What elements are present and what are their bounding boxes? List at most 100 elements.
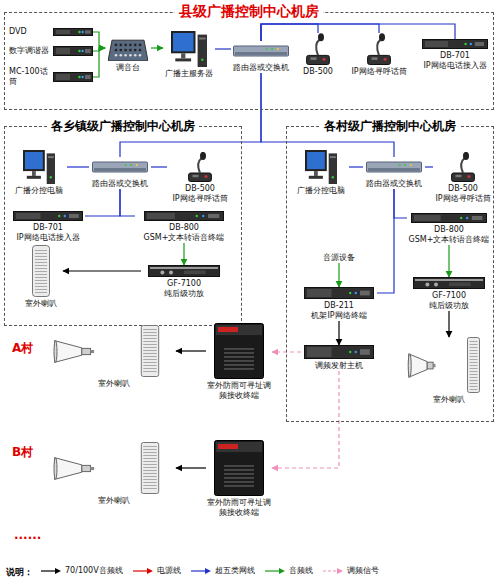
device-label: DB-211 — [301, 301, 377, 311]
device-label: DB-800 — [407, 225, 491, 235]
computer-drawing — [25, 152, 43, 169]
router-drawing — [271, 48, 273, 50]
legend-arrowhead — [337, 568, 343, 574]
legend: 70/100V音频线电源线超五类网线音频线调频信号 — [40, 566, 388, 576]
mixer-drawing — [124, 44, 127, 47]
legend-line — [190, 567, 212, 575]
receiver-drawing — [214, 323, 264, 379]
column-drawing — [35, 289, 47, 290]
village-room: 各村级广播控制中心机房广播分控电脑路由器或交换机DB-500IP网络寻呼话筒DB… — [286, 126, 494, 422]
legend-text: 70/100V音频线 — [65, 566, 123, 576]
hornspk-drawing — [55, 341, 82, 363]
connector — [183, 243, 184, 265]
hornspk-drawing — [470, 344, 478, 345]
connector — [120, 73, 261, 157]
hornspk-drawing — [470, 380, 478, 381]
connector — [120, 189, 135, 216]
microphone-unit: MC-100话筒 — [9, 67, 93, 87]
device-label: DB-500 — [167, 184, 233, 194]
column-drawing — [35, 262, 47, 263]
column-drawing — [32, 245, 50, 297]
amp-drawing — [148, 265, 220, 277]
rack-drawing — [423, 40, 488, 49]
router-drawing — [277, 48, 279, 50]
hornspk-drawing — [470, 365, 478, 366]
ip-terminal: DB-211机架IP网络终端 — [301, 287, 377, 321]
computer-drawing — [23, 150, 45, 171]
router-drawing — [266, 48, 268, 50]
county-room: 县级广播控制中心机房DVD数字调谐器MC-100话筒调音台广播主服务器路由器或交… — [4, 12, 494, 110]
column-drawing — [35, 274, 47, 275]
computer-drawing — [32, 171, 36, 176]
device-label: DB-701 — [419, 51, 491, 61]
connector — [67, 166, 89, 167]
rack-drawing — [58, 215, 60, 217]
computer-drawing — [171, 31, 207, 67]
receiver-drawing — [224, 364, 254, 366]
device-label: 调音台 — [105, 63, 151, 73]
rack-drawing — [14, 212, 83, 221]
legend-line-stroke — [133, 570, 148, 571]
dvd-player-icon — [53, 28, 93, 36]
deskmic-drawing — [468, 175, 471, 178]
connector — [338, 321, 339, 345]
legend-line-stroke — [265, 570, 280, 571]
connector — [338, 263, 339, 287]
connector — [63, 270, 141, 271]
hornspk-drawing — [470, 377, 478, 378]
paging-mic-icon — [448, 152, 478, 182]
dvd-player: DVD — [9, 27, 93, 37]
computer-drawing — [27, 176, 41, 179]
deskmic-drawing — [364, 33, 394, 65]
device-label: IP网络电话接入器 — [11, 233, 85, 243]
room-title: 各村级广播控制中心机房 — [320, 118, 460, 134]
device-label: 纯后级功放 — [141, 289, 227, 299]
rack-drawing — [16, 213, 41, 219]
rack-drawing — [85, 49, 91, 53]
receiver-drawing — [224, 469, 254, 471]
rack-drawing — [145, 212, 224, 221]
deskmic-drawing — [379, 33, 385, 41]
rack-drawing — [53, 28, 93, 36]
hornspk-drawing — [141, 326, 158, 377]
receiver-drawing — [218, 444, 238, 449]
power-amplifier: GF-7100纯后级功放 — [407, 277, 491, 311]
rack-drawing — [460, 217, 462, 219]
connector — [215, 48, 231, 49]
legend-heading: 说明： — [6, 566, 33, 579]
device-label: 室外防雨可寻址调频接收终端 — [206, 381, 272, 401]
device-label: DB-701 — [11, 223, 85, 233]
hornspk-drawing — [143, 332, 156, 333]
receiver-drawing — [224, 352, 254, 354]
legend-item: 电源线 — [132, 566, 181, 576]
router-drawing — [125, 164, 127, 166]
router-drawing — [367, 162, 422, 172]
connector — [349, 166, 363, 167]
router-drawing — [368, 168, 420, 171]
hornspk-drawing — [54, 341, 57, 363]
hornspk-drawing — [143, 464, 156, 465]
router: 路由器或交换机 — [231, 41, 291, 73]
receiver-drawing — [224, 348, 254, 350]
mixer-drawing — [134, 49, 137, 52]
rack-drawing — [305, 288, 374, 299]
hornspk-drawing — [143, 335, 156, 336]
deskmic-drawing — [200, 152, 206, 160]
computer-drawing — [201, 59, 203, 61]
paging-mic: DB-500IP网络寻呼话筒 — [167, 152, 233, 204]
deskmic-drawing — [461, 158, 465, 173]
router-drawing — [136, 164, 138, 166]
rack-drawing — [412, 214, 487, 223]
hornspk-drawing — [143, 482, 156, 483]
rack-drawing — [411, 213, 487, 223]
hornspk-drawing — [143, 368, 156, 369]
hornspk-drawing — [143, 449, 156, 450]
deskmic-drawing — [303, 33, 333, 65]
connector — [151, 47, 163, 48]
rack-drawing — [13, 211, 83, 221]
device-label: 路由器或交换机 — [363, 179, 425, 189]
amp-drawing — [414, 278, 485, 289]
power-amplifier-icon — [148, 265, 220, 277]
hornspk-drawing — [408, 354, 411, 378]
connector — [377, 189, 394, 293]
